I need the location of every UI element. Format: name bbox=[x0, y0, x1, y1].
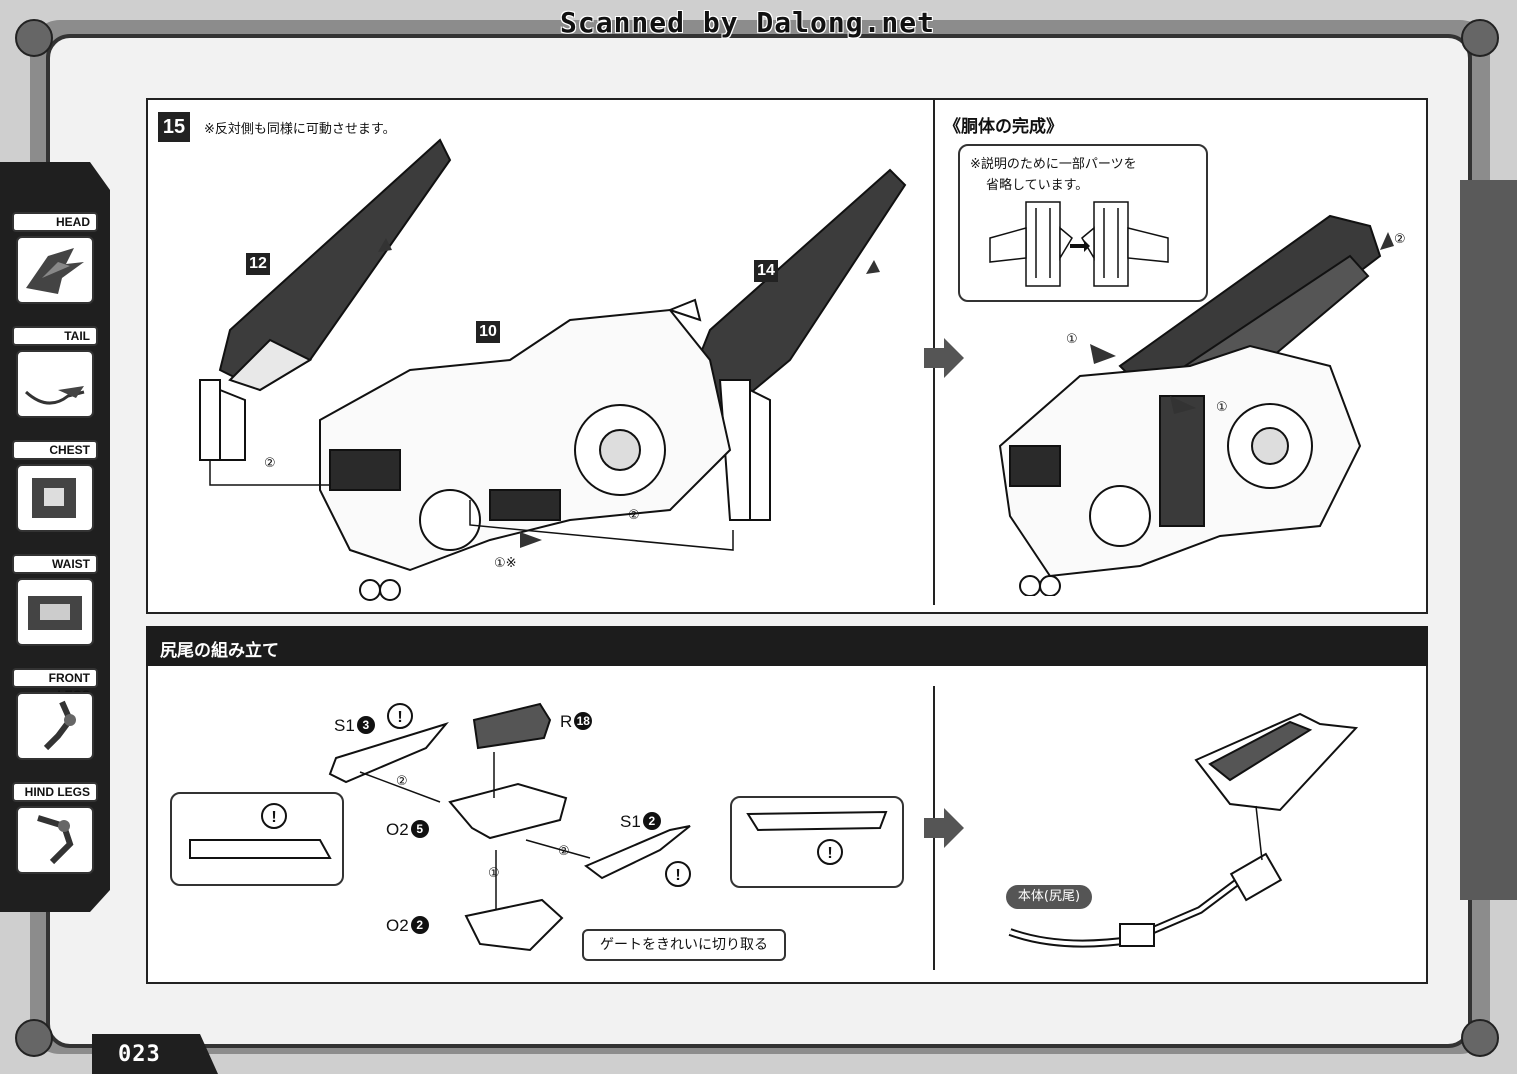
tail-completed-diagram bbox=[1008, 712, 1359, 948]
side-tab-label: HIND LEGS bbox=[12, 782, 98, 802]
part-callout-10: 10 bbox=[476, 321, 500, 343]
step-mark: ② bbox=[628, 508, 640, 523]
corner-rivet-icon bbox=[15, 19, 1499, 1057]
completion-title: 《胴体の完成》 bbox=[944, 117, 1063, 137]
part-callout-12: 12 bbox=[246, 253, 270, 275]
step-number-badge: 15 bbox=[158, 112, 190, 142]
side-tab-label: WAIST bbox=[12, 554, 98, 574]
watermark-text: Scanned by Dalong.net bbox=[560, 6, 936, 39]
next-step-arrow-icon bbox=[924, 338, 964, 378]
step-mark: ① bbox=[1216, 400, 1228, 415]
step-note: ※反対側も同様に可動させます。 bbox=[204, 122, 396, 137]
step-mark: ①※ bbox=[494, 556, 517, 571]
step15-diagram bbox=[199, 138, 907, 601]
step-mark: ① bbox=[1066, 332, 1078, 347]
completed-torso-diagram bbox=[998, 214, 1394, 596]
side-tab-label: CHEST bbox=[12, 440, 98, 460]
tail-assembly-diagram: !! !! bbox=[189, 702, 888, 952]
side-tab-label: FRONT LEGS bbox=[12, 668, 98, 702]
tail-section-title: 尻尾の組み立て bbox=[160, 641, 279, 661]
svg-text:!: ! bbox=[397, 709, 402, 726]
body-tail-tag: 本体(尻尾) bbox=[1006, 885, 1092, 909]
waist-icon bbox=[16, 578, 94, 646]
omitted-parts-illustration bbox=[989, 201, 1169, 287]
side-tab-label: TAIL bbox=[12, 326, 98, 346]
side-tab-label: HEAD bbox=[12, 212, 98, 232]
left-blade-part bbox=[199, 138, 452, 461]
chest-icon bbox=[16, 464, 94, 532]
step-mark: ② bbox=[558, 844, 570, 859]
right-blade-part bbox=[688, 168, 907, 521]
completion-note-box bbox=[958, 144, 1208, 302]
step-mark: ① bbox=[488, 866, 500, 881]
torso-body-part bbox=[319, 298, 732, 601]
front-legs-icon bbox=[16, 692, 94, 760]
head-icon bbox=[16, 236, 94, 304]
svg-text:!: ! bbox=[827, 845, 832, 862]
page-number: 023 bbox=[118, 1042, 161, 1067]
completion-note-line1: ※説明のために一部パーツを bbox=[970, 157, 1137, 172]
next-step-arrow-icon bbox=[924, 808, 964, 848]
step-mark: ② bbox=[1394, 232, 1406, 247]
hind-legs-icon bbox=[16, 806, 94, 874]
caution-icon bbox=[261, 703, 843, 887]
step-mark: ② bbox=[264, 456, 276, 471]
gate-cut-note: ゲートをきれいに切り取る bbox=[582, 929, 786, 961]
part-callout-14: 14 bbox=[754, 260, 778, 282]
step-mark: ② bbox=[396, 774, 408, 789]
svg-text:!: ! bbox=[675, 867, 680, 884]
svg-text:!: ! bbox=[271, 809, 276, 826]
completion-note-line2: 省略しています。 bbox=[986, 178, 1089, 193]
tail-icon bbox=[16, 350, 94, 418]
section-header-band bbox=[146, 626, 1428, 668]
